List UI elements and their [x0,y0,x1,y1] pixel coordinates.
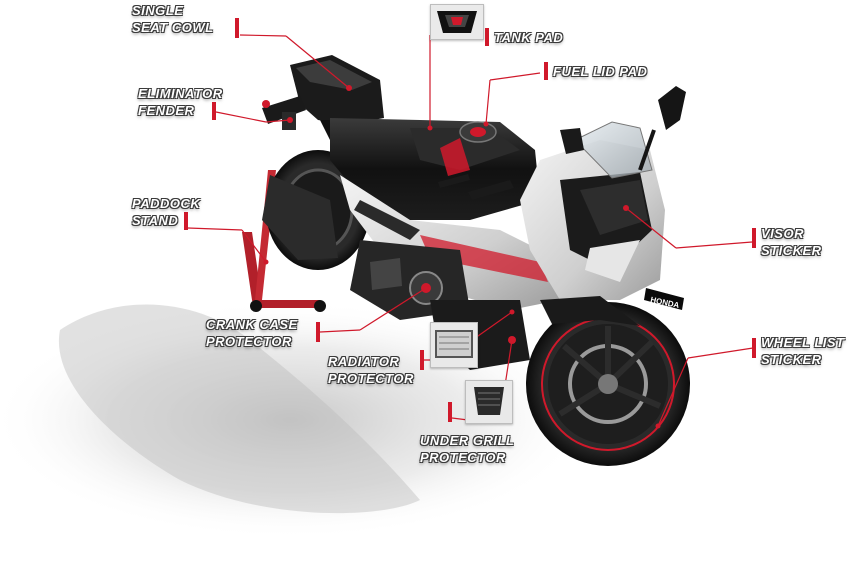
radiator-protector-marker [420,350,424,370]
label-paddock-stand: PADDOCK STAND [132,196,201,228]
single-seat-cowl-marker [235,18,239,38]
label-fuel-lid-pad: FUEL LID PAD [553,64,648,79]
leader-dots [263,85,661,429]
label-single-seat-cowl: SINGLE SEAT COWL [132,3,214,35]
paddock-stand-marker [184,212,188,230]
radiator-protector-thumbnail [430,322,478,368]
side-fairing [340,175,560,310]
fuel-lid-pad-marker [544,62,548,80]
wheel-list-sticker-marker [752,338,756,358]
tank-pad-marker [485,28,489,46]
front-number-plate: HONDA [644,288,684,310]
reflection-shadow [58,304,420,514]
handlebar [438,128,584,200]
label-tank-pad: TANK PAD [494,30,564,45]
rear-fender [262,96,306,130]
label-under-grill-protector: UNDER GRILL PROTECTOR [420,433,515,465]
label-visor-sticker: VISOR STICKER [761,226,822,258]
under-grill-protector-marker [448,402,452,422]
exhaust [262,175,338,260]
eliminator-fender-marker [212,102,216,120]
under-grill-protector-thumbnail [465,380,513,424]
crank-case-protector-marker [316,322,320,342]
label-crank-case-protector: CRANK CASE PROTECTOR [206,317,298,349]
label-wheel-list-sticker: WHEEL LIST STICKER [761,335,845,367]
front-fender [540,296,640,326]
front-fairing [520,140,665,300]
label-radiator-protector: RADIATOR PROTECTOR [328,354,414,386]
tank-pad-thumbnail [430,4,484,40]
mirror [638,86,686,171]
label-eliminator-fender: ELIMINATOR FENDER [138,86,223,118]
front-wheel [526,302,690,466]
visor-sticker-marker [752,228,756,248]
